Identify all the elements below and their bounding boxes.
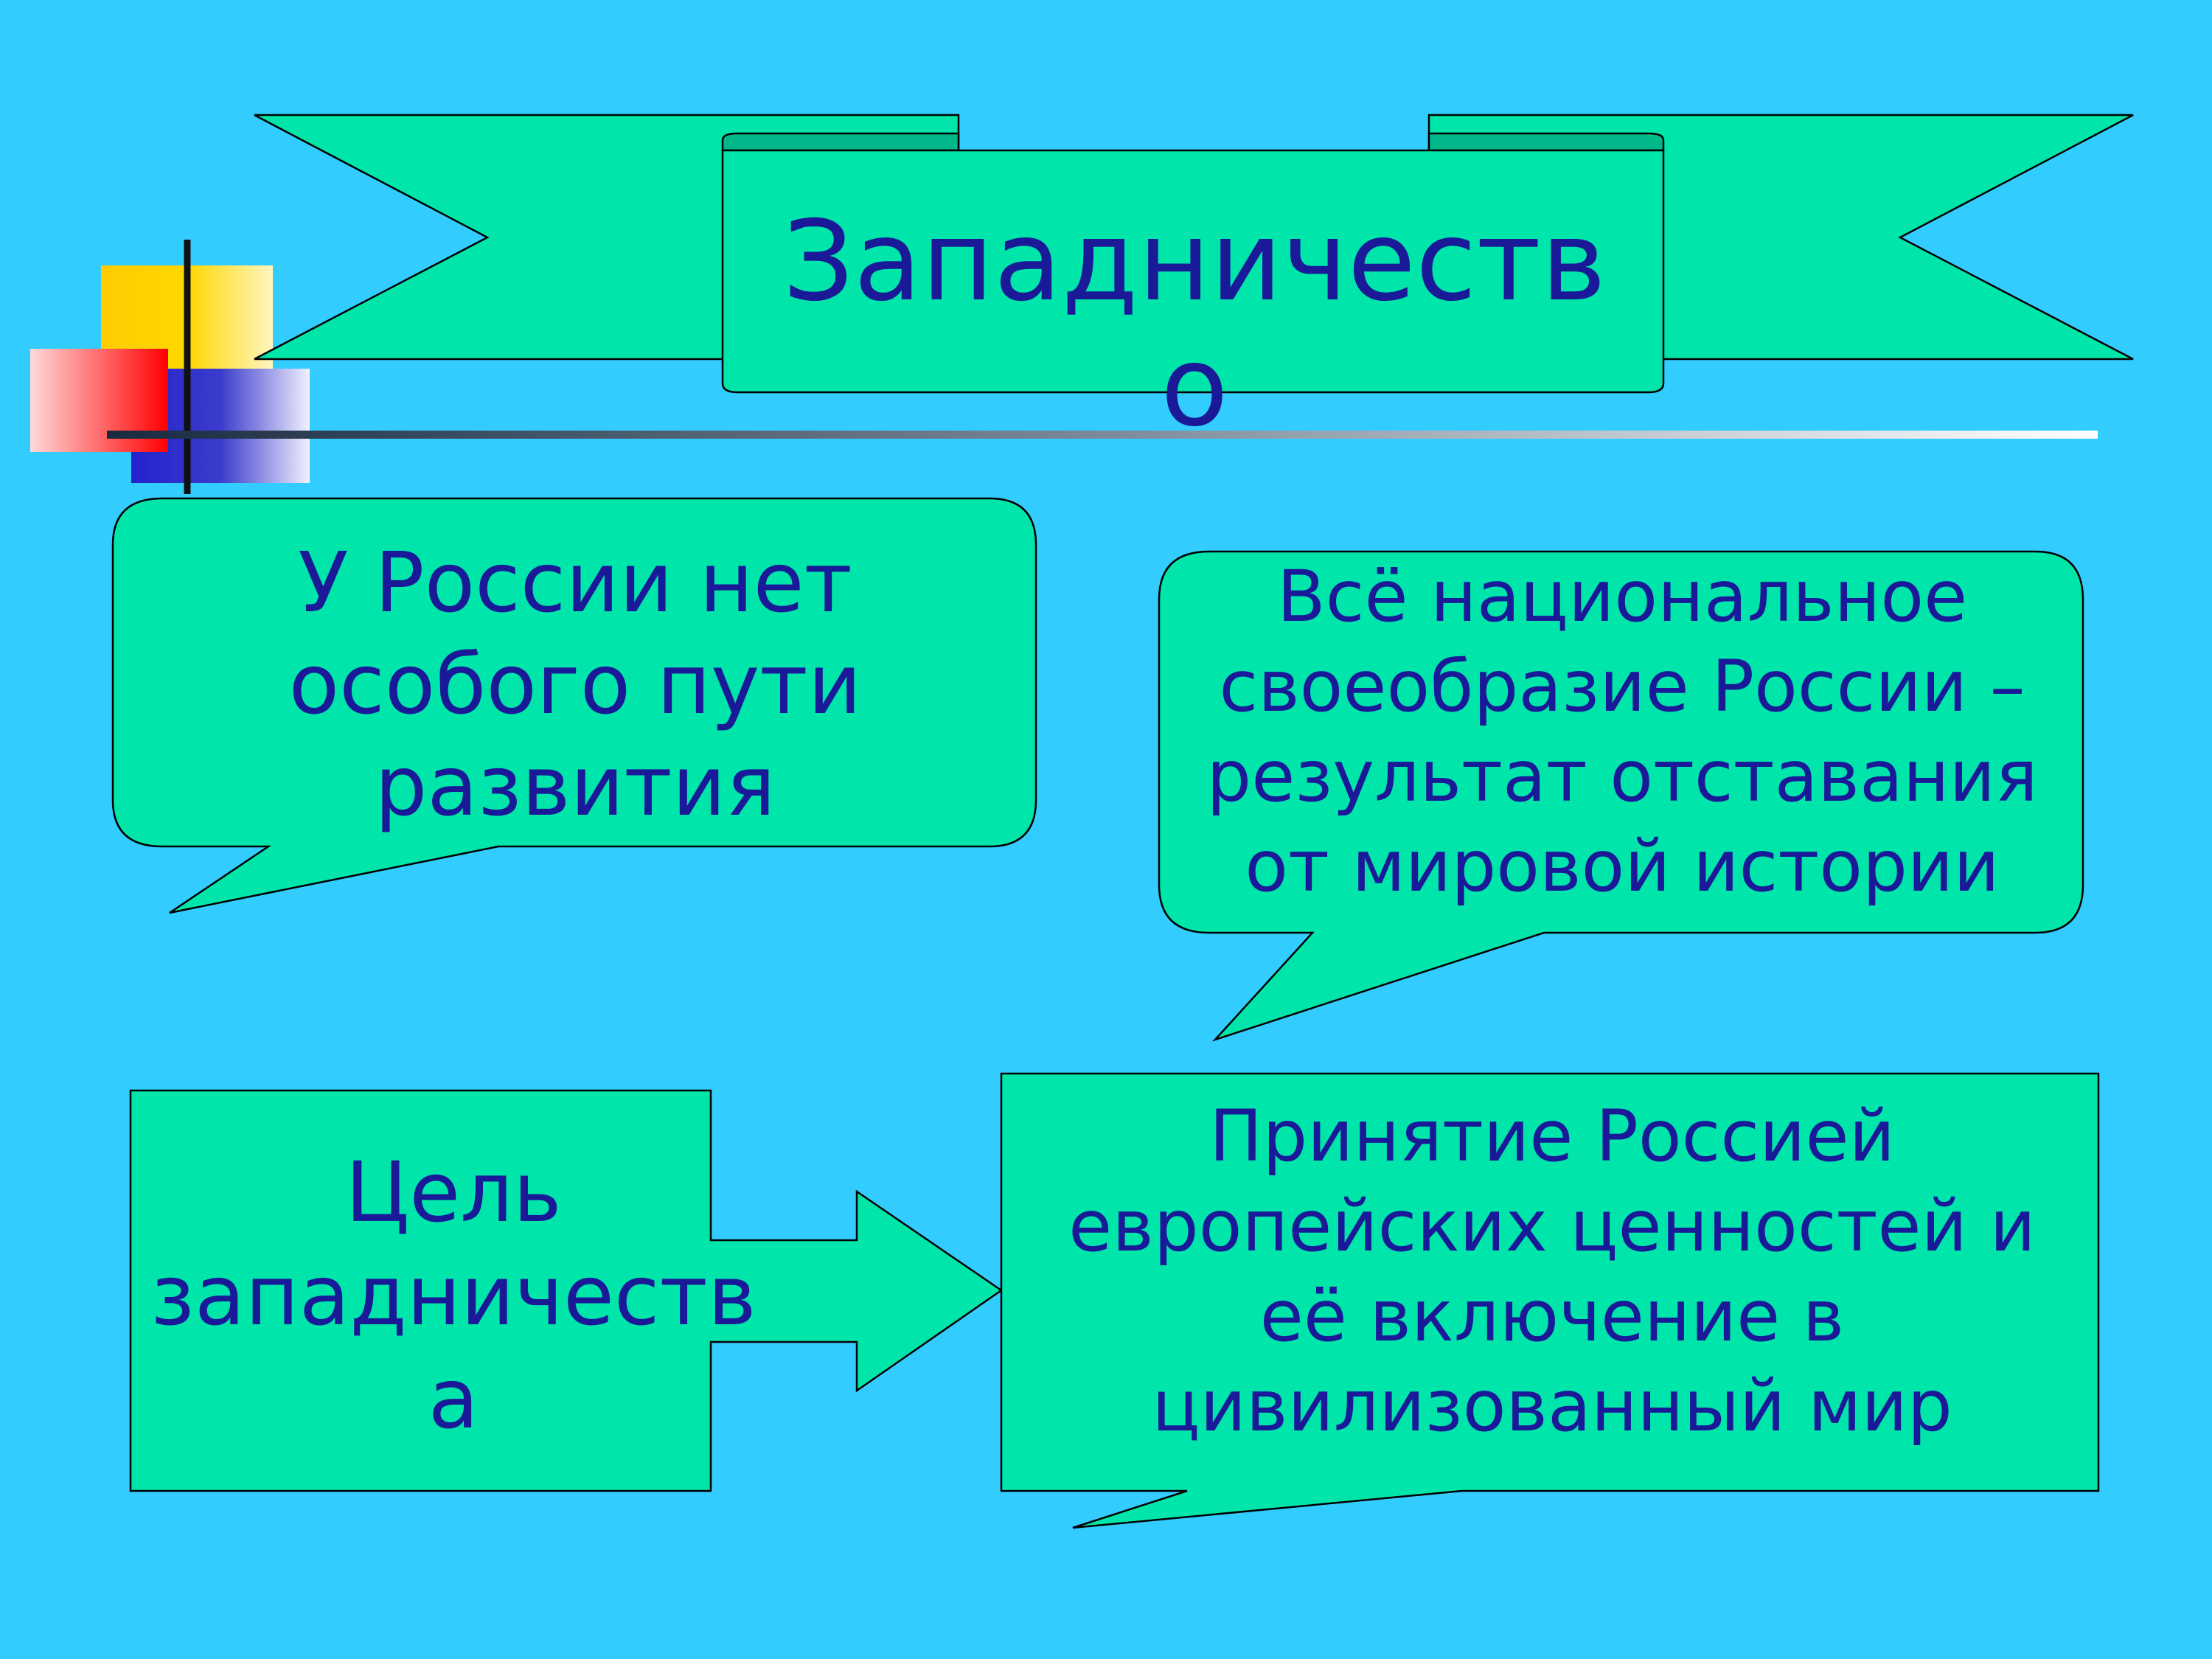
goal-arrow-box [129,1089,1004,1492]
result-callout-box [1000,1072,2100,1529]
title-ribbon [254,114,2134,394]
slide-title: Западничеств о [782,198,1607,451]
callout-bubble-left [111,497,1037,914]
callout-text-right: Всё национальное своеобразие России – ре… [1206,555,2038,908]
goal-result-text: Принятие Россией европейских ценностей и… [1068,1095,2036,1447]
goal-label: Цель западничеств а [150,1145,757,1447]
callout-text-left: У России нет особого пути развития [288,535,862,835]
callout-bubble-right [1158,550,2084,1042]
title-underline [107,431,2098,439]
